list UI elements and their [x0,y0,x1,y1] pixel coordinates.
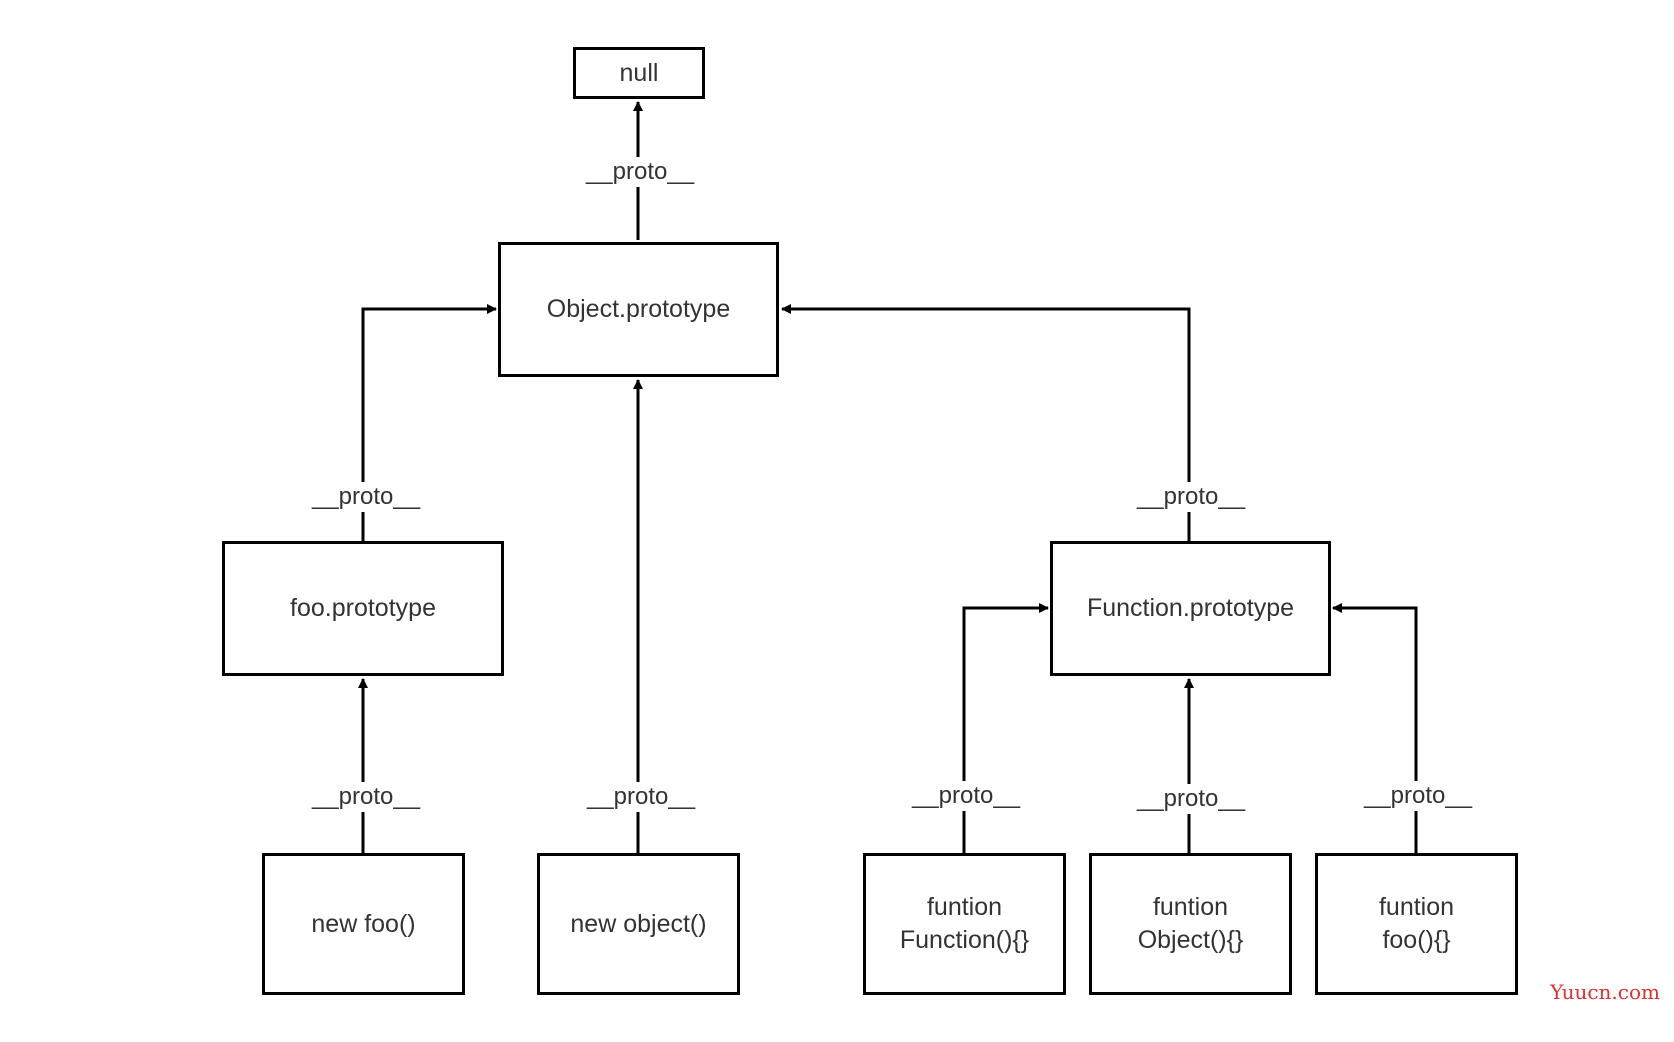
edge-label-new-object: __proto__ [584,782,698,812]
node-object-prototype: Object.prototype [498,242,779,377]
node-new-foo: new foo() [262,853,465,995]
node-foo-prototype: foo.prototype [222,541,504,676]
node-funtion-function: funtion Function(){} [863,853,1066,995]
watermark: Yuucn.com [1550,980,1660,1004]
node-null: null [573,47,705,99]
edge-function-fn-to-function-proto [962,603,1049,853]
edge-label-function-proto-to-object: __proto__ [1134,482,1248,512]
node-funtion-foo: funtion foo(){} [1315,853,1518,995]
node-function-prototype: Function.prototype [1050,541,1331,676]
edge-label-object-to-null: __proto__ [583,157,697,187]
edge-label-funtion-object: __proto__ [1134,784,1248,814]
edge-label-foo-proto-to-object: __proto__ [309,482,423,512]
edge-foo-fn-to-function-proto [1332,603,1418,853]
edge-foo-proto-to-object [361,304,497,541]
edge-label-funtion-foo: __proto__ [1361,781,1475,811]
edge-label-new-foo: __proto__ [309,782,423,812]
edge-label-funtion-function: __proto__ [909,781,1023,811]
node-new-object: new object() [537,853,740,995]
node-funtion-object: funtion Object(){} [1089,853,1292,995]
edge-function-proto-to-object [781,304,1191,541]
